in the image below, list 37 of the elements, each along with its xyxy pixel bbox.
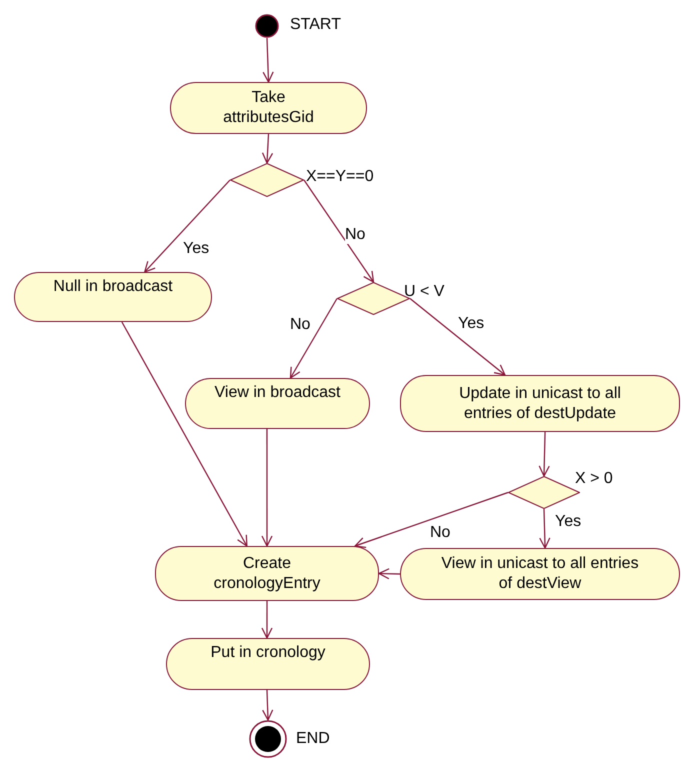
condition-label: X==Y==0 <box>306 168 374 186</box>
arrow <box>354 492 508 548</box>
arrow <box>538 432 550 477</box>
activity-text: Create cronologyEntry <box>212 554 322 594</box>
activity-box <box>185 378 370 429</box>
arrow <box>261 601 273 639</box>
arrow <box>410 298 506 376</box>
activity-text: View in broadcast <box>214 383 340 403</box>
activity-text: Update in unicast to all entries of destUpdate <box>458 384 622 424</box>
start-node <box>255 14 279 38</box>
arrow <box>378 568 400 580</box>
activity-box <box>400 548 680 600</box>
edge-label: No <box>345 226 366 244</box>
arrow <box>144 180 230 273</box>
activity-box <box>400 375 680 432</box>
arrow <box>539 508 550 549</box>
activity-text: Put in cronology <box>210 643 326 663</box>
activity-text: Take attributesGid <box>222 88 315 128</box>
condition-label: X > 0 <box>575 470 613 488</box>
activity-box <box>155 546 379 601</box>
activity-box <box>170 82 367 134</box>
condition-label: END <box>296 730 330 748</box>
arrow <box>121 322 248 547</box>
activity-text: View in unicast to all entries of destView <box>440 554 640 594</box>
activity-box <box>14 272 212 322</box>
condition-label: START <box>290 16 341 34</box>
activity-box <box>166 638 370 690</box>
arrow <box>262 134 274 164</box>
decision-diamond <box>230 163 304 197</box>
arrow <box>290 298 338 379</box>
activity-text: Null in broadcast <box>53 277 173 297</box>
arrow <box>262 690 274 721</box>
condition-label: U < V <box>404 283 444 301</box>
end-node <box>249 720 287 758</box>
arrow <box>261 429 273 547</box>
arrow <box>262 38 274 83</box>
arrow <box>304 180 374 283</box>
